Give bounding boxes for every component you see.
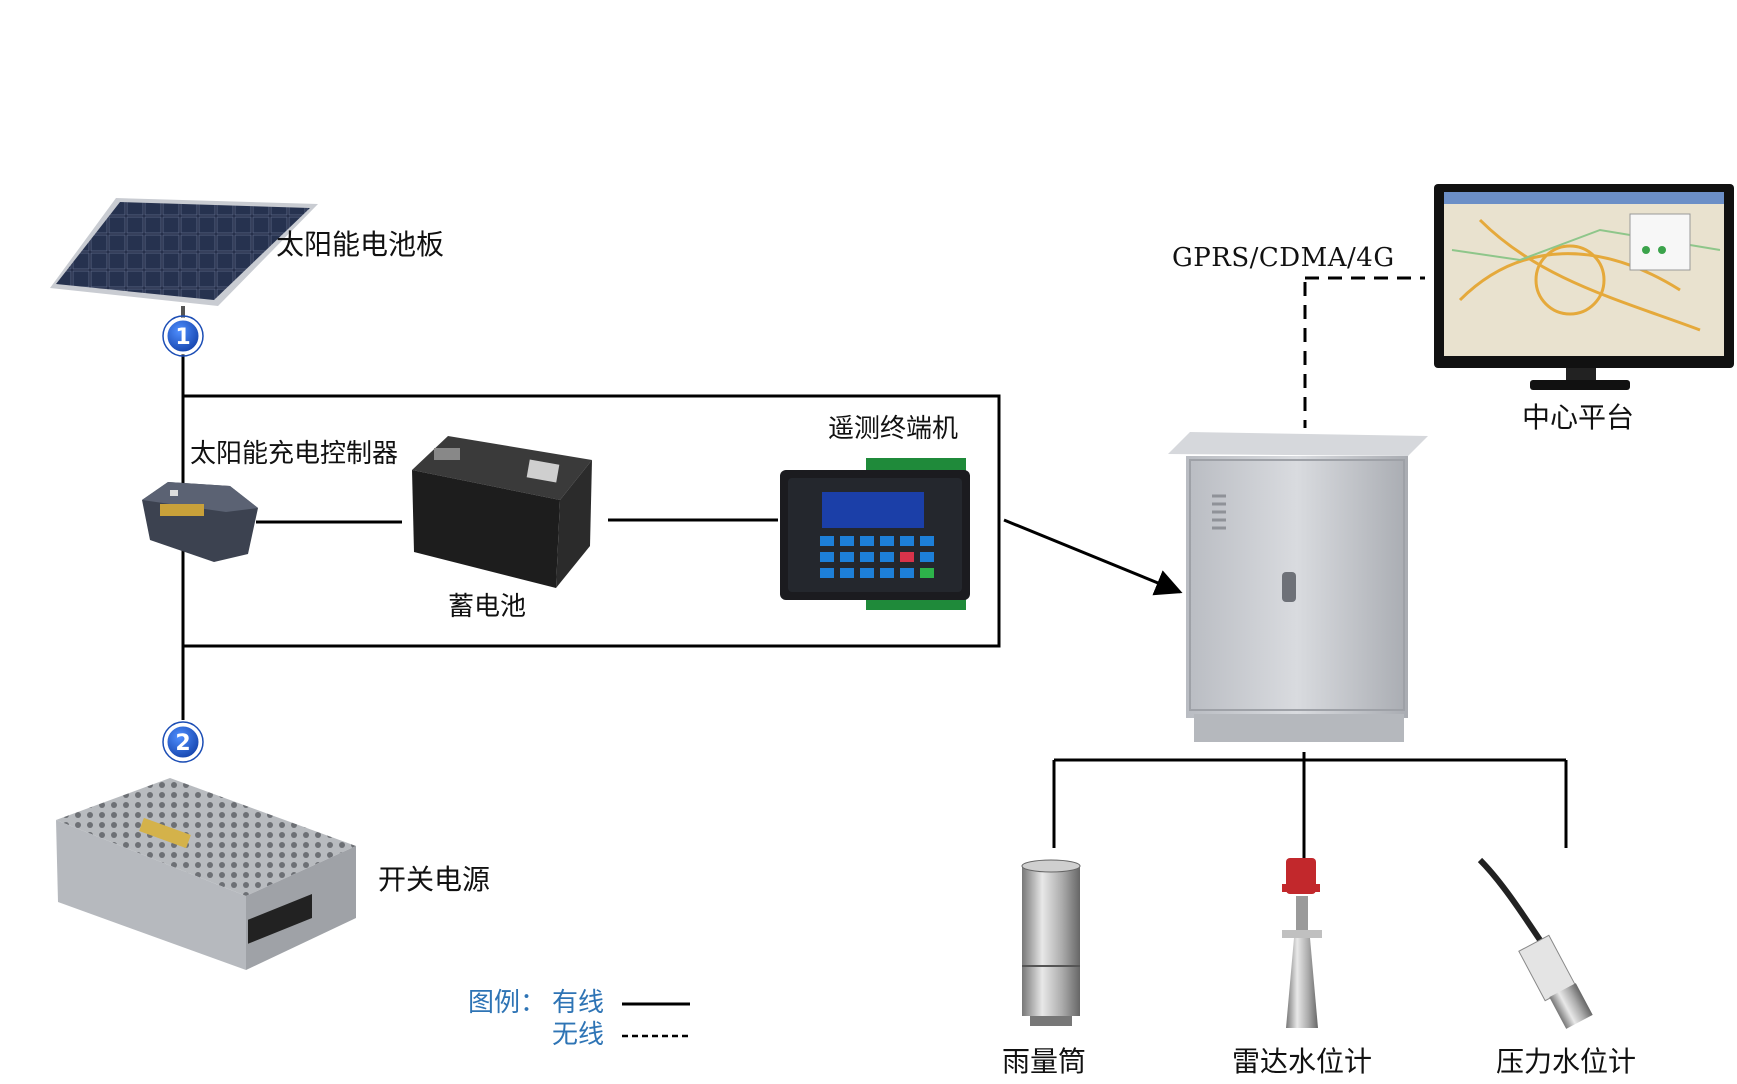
solar-panel-image — [50, 198, 318, 322]
badge-1-number: 1 — [175, 325, 190, 350]
pressure-level-label: 压力水位计 — [1496, 1045, 1637, 1078]
switching-power-image — [56, 778, 356, 970]
battery-image — [412, 436, 592, 588]
switching-power-label: 开关电源 — [378, 863, 491, 896]
badge-2: 2 — [162, 721, 204, 763]
monitor-image — [1434, 184, 1734, 390]
badge-1: 1 — [162, 315, 204, 357]
rain-gauge-image — [1021, 859, 1081, 1026]
legend-title: 图例： — [468, 988, 547, 1018]
radar-level-image — [1282, 858, 1322, 1028]
legend-samples — [622, 1002, 690, 1038]
charge-controller-image — [142, 482, 258, 562]
battery-label: 蓄电池 — [448, 592, 527, 622]
cabinet-image — [1168, 432, 1428, 742]
rain-gauge-label: 雨量筒 — [1002, 1045, 1087, 1078]
radar-level-label: 雷达水位计 — [1232, 1045, 1373, 1078]
arrow-rtu-to-cabinet — [1003, 518, 1183, 596]
rtu-image — [780, 458, 970, 610]
network-label: GPRS/CDMA/4G — [1172, 243, 1395, 273]
pressure-level-image — [1477, 857, 1593, 1029]
legend-wireless-label: 无线 — [552, 1020, 605, 1050]
charge-controller-label: 太阳能充电控制器 — [190, 439, 399, 469]
wireless-link — [1303, 276, 1425, 428]
rtu-label: 遥测终端机 — [828, 414, 959, 444]
badge-2-number: 2 — [175, 731, 190, 756]
center-platform-label: 中心平台 — [1522, 401, 1635, 434]
legend-wired-label: 有线 — [552, 988, 605, 1018]
solar-panel-label: 太阳能电池板 — [276, 228, 445, 261]
